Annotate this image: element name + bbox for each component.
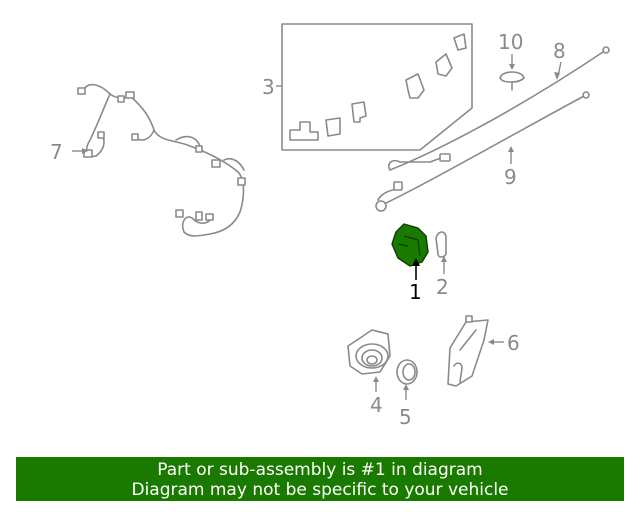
- part-6-control-module[interactable]: [447, 315, 489, 387]
- parts-diagram: 7 3 10 8 9: [50, 23, 610, 429]
- callout-9: 9: [504, 165, 517, 189]
- part-7-wiring-harness[interactable]: [77, 83, 246, 237]
- callout-10: 10: [498, 30, 523, 54]
- info-banner: Part or sub-assembly is #1 in diagram Di…: [16, 457, 624, 501]
- part-9-cable[interactable]: [375, 91, 590, 212]
- callout-5: 5: [399, 405, 412, 429]
- part-4-park-sensor[interactable]: [347, 329, 391, 375]
- part-8-cable[interactable]: [387, 46, 610, 171]
- callout-3: 3: [262, 75, 275, 99]
- banner-line-1: Part or sub-assembly is #1 in diagram: [157, 460, 483, 480]
- part-5-retainer-ring[interactable]: [396, 359, 418, 385]
- part-2-gasket[interactable]: [435, 231, 447, 258]
- callout-1: 1: [409, 280, 422, 304]
- part-10-clip[interactable]: [499, 71, 525, 91]
- banner-line-2: Diagram may not be specific to your vehi…: [131, 480, 509, 500]
- callout-6: 6: [507, 331, 520, 355]
- callout-2: 2: [436, 275, 449, 299]
- callout-4: 4: [370, 393, 383, 417]
- part-1-highlighted-bracket[interactable]: [391, 223, 429, 267]
- callout-7: 7: [50, 140, 63, 164]
- part-3-bracket-kit[interactable]: [281, 23, 473, 151]
- callout-8: 8: [553, 39, 566, 63]
